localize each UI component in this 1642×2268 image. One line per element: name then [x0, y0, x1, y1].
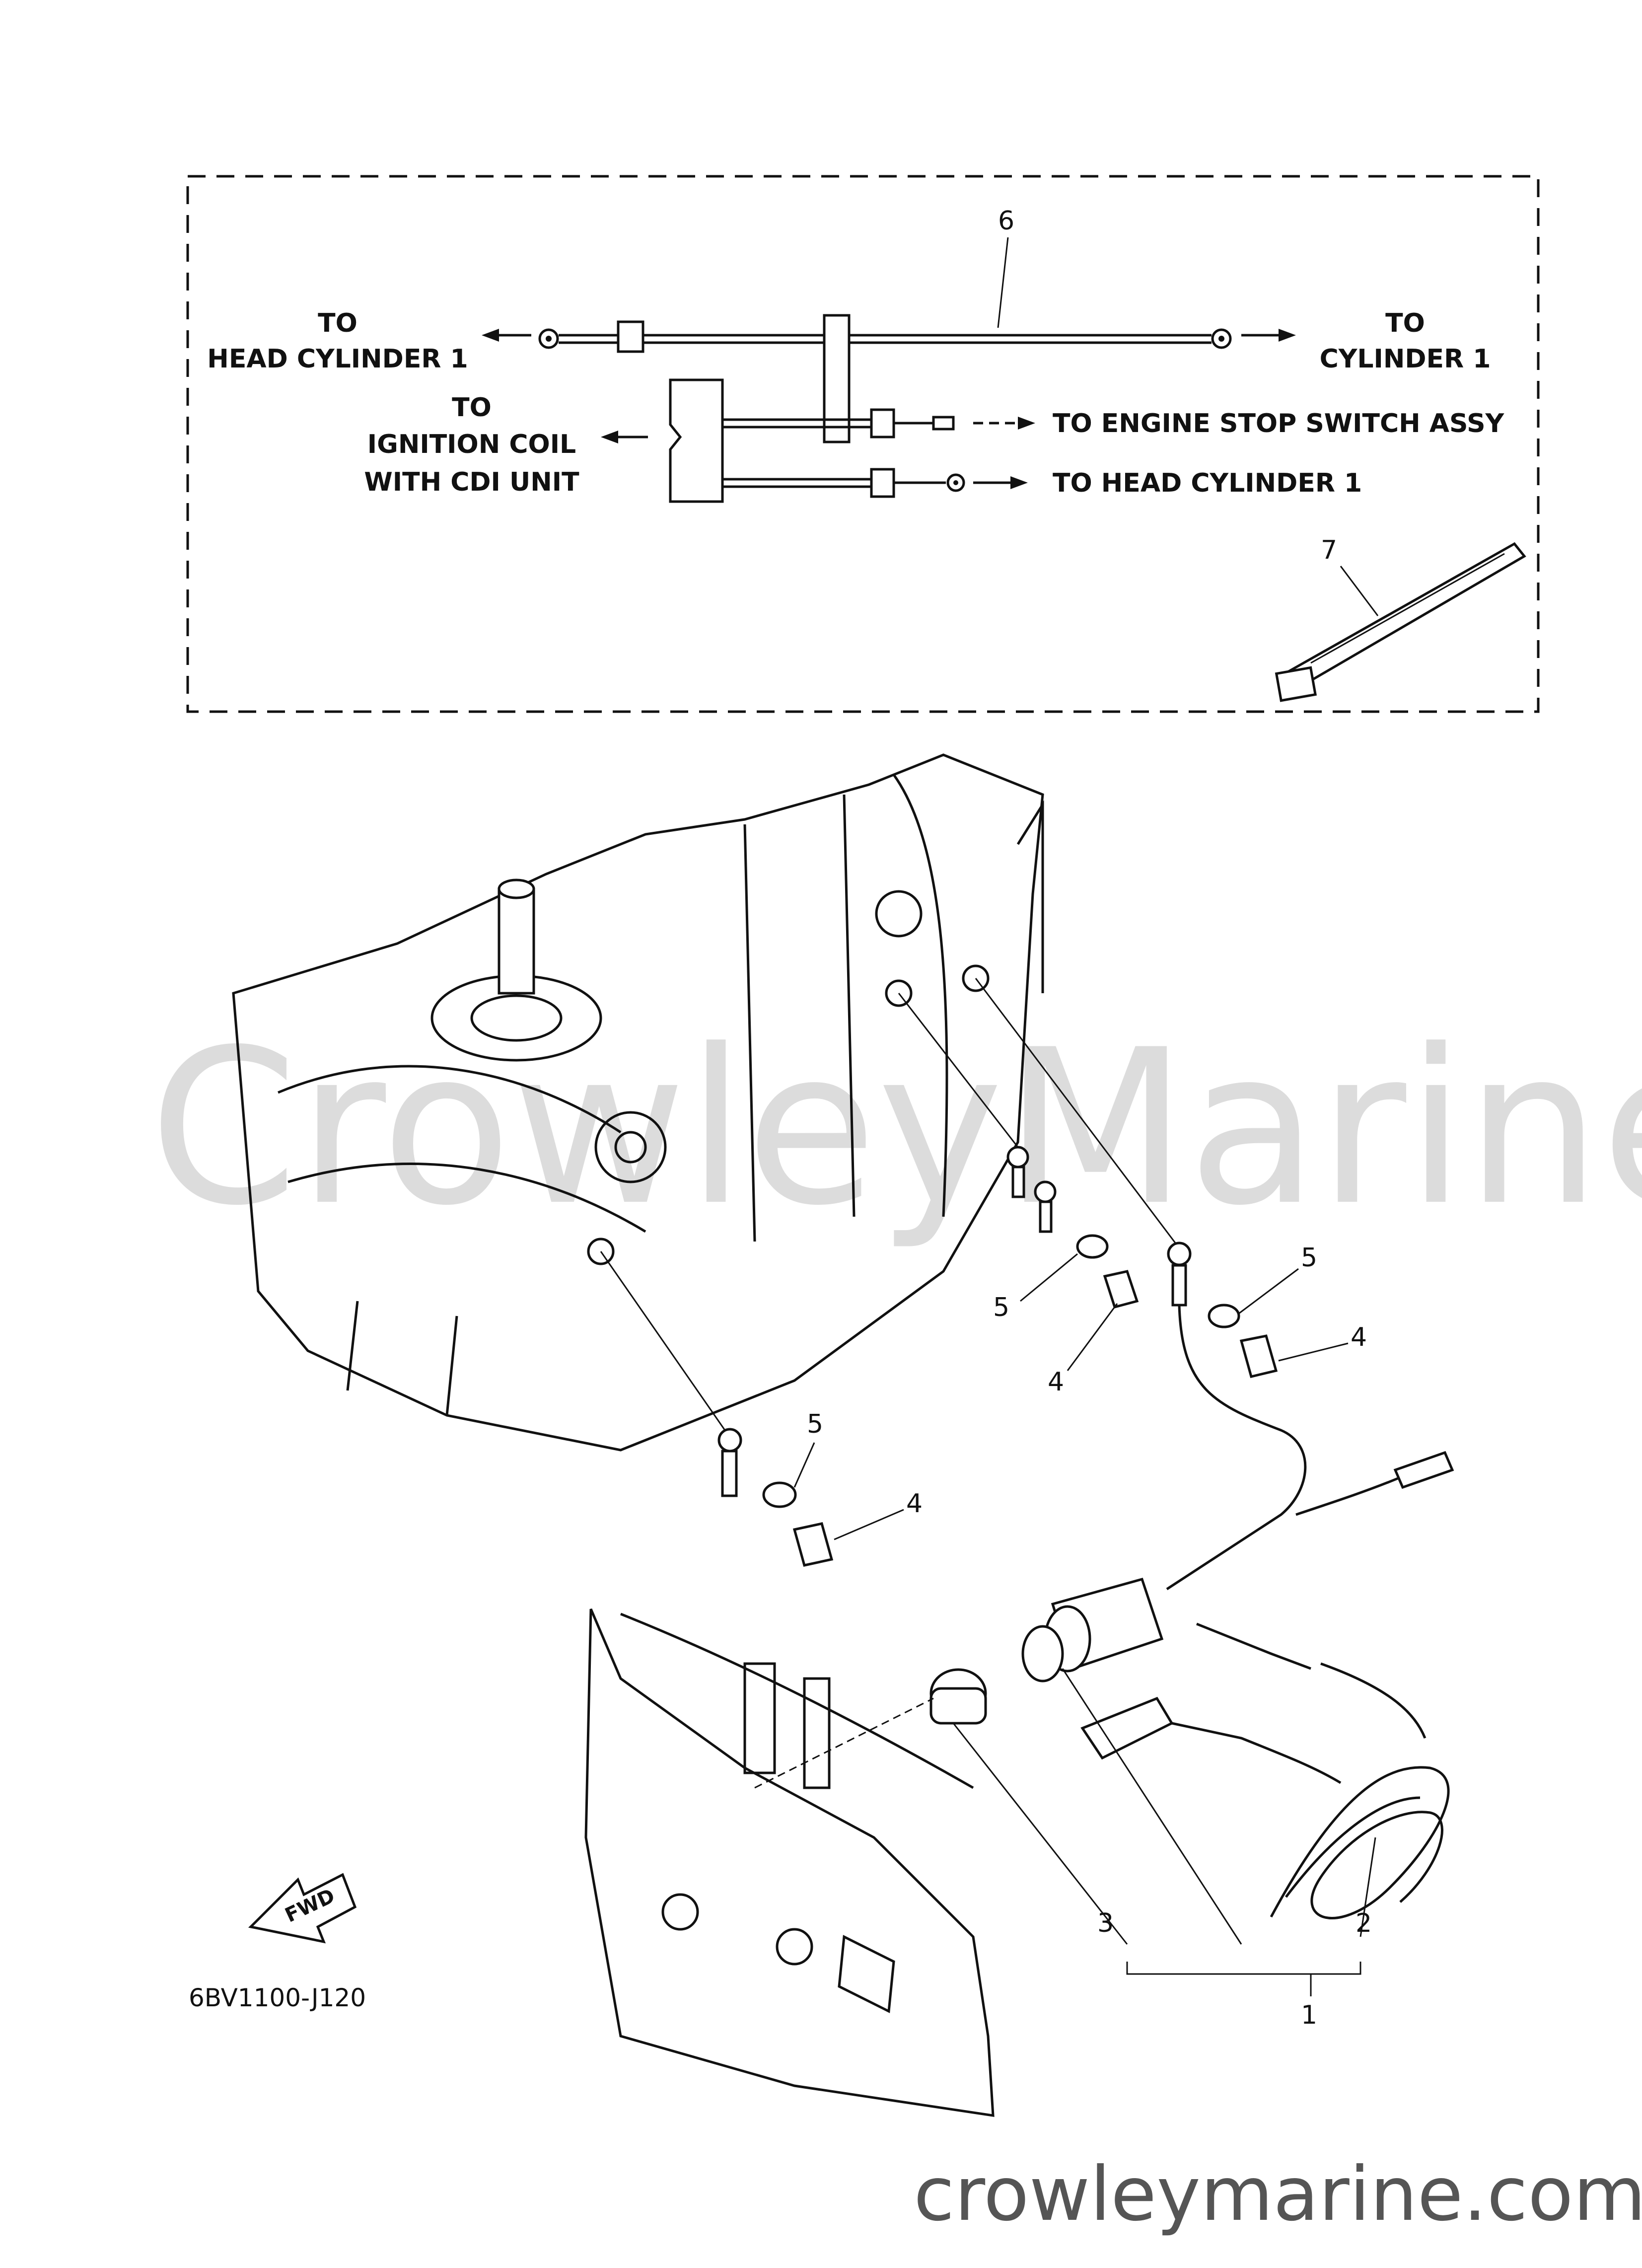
callout-5-b: 5 — [1301, 1243, 1317, 1273]
connector-head-cyl — [870, 468, 895, 498]
terminal-lead-upper-left — [1006, 1146, 1057, 1233]
footer-site: crowleymarine.com — [914, 2151, 1642, 2238]
diagram-code: 6BV1100-J120 — [189, 1983, 366, 2012]
callout-4-c: 4 — [906, 1489, 923, 1519]
callout-4-b: 4 — [1351, 1322, 1367, 1352]
callout-4-a: 4 — [1048, 1367, 1064, 1397]
bolt-4-lower — [792, 1522, 834, 1567]
connector-left — [617, 320, 644, 353]
label-to-head-cyl-1: TO — [318, 308, 357, 338]
callout-1: 1 — [1301, 2000, 1317, 2030]
callout-3: 3 — [1097, 1908, 1114, 1938]
callout-2: 2 — [1356, 1908, 1372, 1938]
terminal-lead-lower — [717, 1428, 742, 1497]
cowling — [584, 1609, 995, 2117]
washer-5-upper-left — [1076, 1234, 1109, 1259]
label-head-cylinder-1: HEAD CYLINDER 1 — [207, 344, 468, 374]
label-cylinder-1: CYLINDER 1 — [1320, 344, 1491, 374]
callout-5-a: 5 — [993, 1293, 1009, 1322]
coil-connector-block — [669, 378, 724, 503]
stop-switch-cable — [1166, 1305, 1307, 1591]
label-engine-stop-switch: TO ENGINE STOP SWITCH ASSY — [1053, 409, 1505, 439]
label-ignition-coil: IGNITION COIL — [367, 430, 576, 459]
fwd-arrow-icon: FWD — [248, 1873, 357, 1944]
bolt-4-right — [1239, 1334, 1278, 1378]
terminal-lead-right — [1167, 1242, 1192, 1307]
harness-clamp — [823, 314, 851, 443]
watermark: CrowleyMarine — [149, 1004, 1642, 1252]
bolt-4-upper-left — [1103, 1270, 1139, 1309]
label-to-cyl-1: TO — [1385, 308, 1425, 338]
lanyard-cord — [1080, 1622, 1450, 1919]
engine-stop-switch — [929, 1577, 1164, 1725]
callout-7: 7 — [1321, 535, 1337, 565]
engine-block — [232, 753, 1044, 1452]
connector-stop-switch — [870, 408, 895, 439]
wiring-detail-box — [186, 175, 1540, 713]
washer-5-right — [1208, 1304, 1240, 1328]
cable-tie — [1284, 542, 1526, 690]
crankshaft-end — [498, 887, 535, 995]
label-to-coil: TO — [452, 393, 492, 423]
label-to-head-cylinder-1: TO HEAD CYLINDER 1 — [1053, 468, 1362, 498]
callout-6: 6 — [998, 206, 1014, 236]
washer-5-lower — [762, 1481, 797, 1508]
callout-5-c: 5 — [807, 1409, 823, 1439]
label-with-cdi-unit: WITH CDI UNIT — [364, 467, 579, 497]
